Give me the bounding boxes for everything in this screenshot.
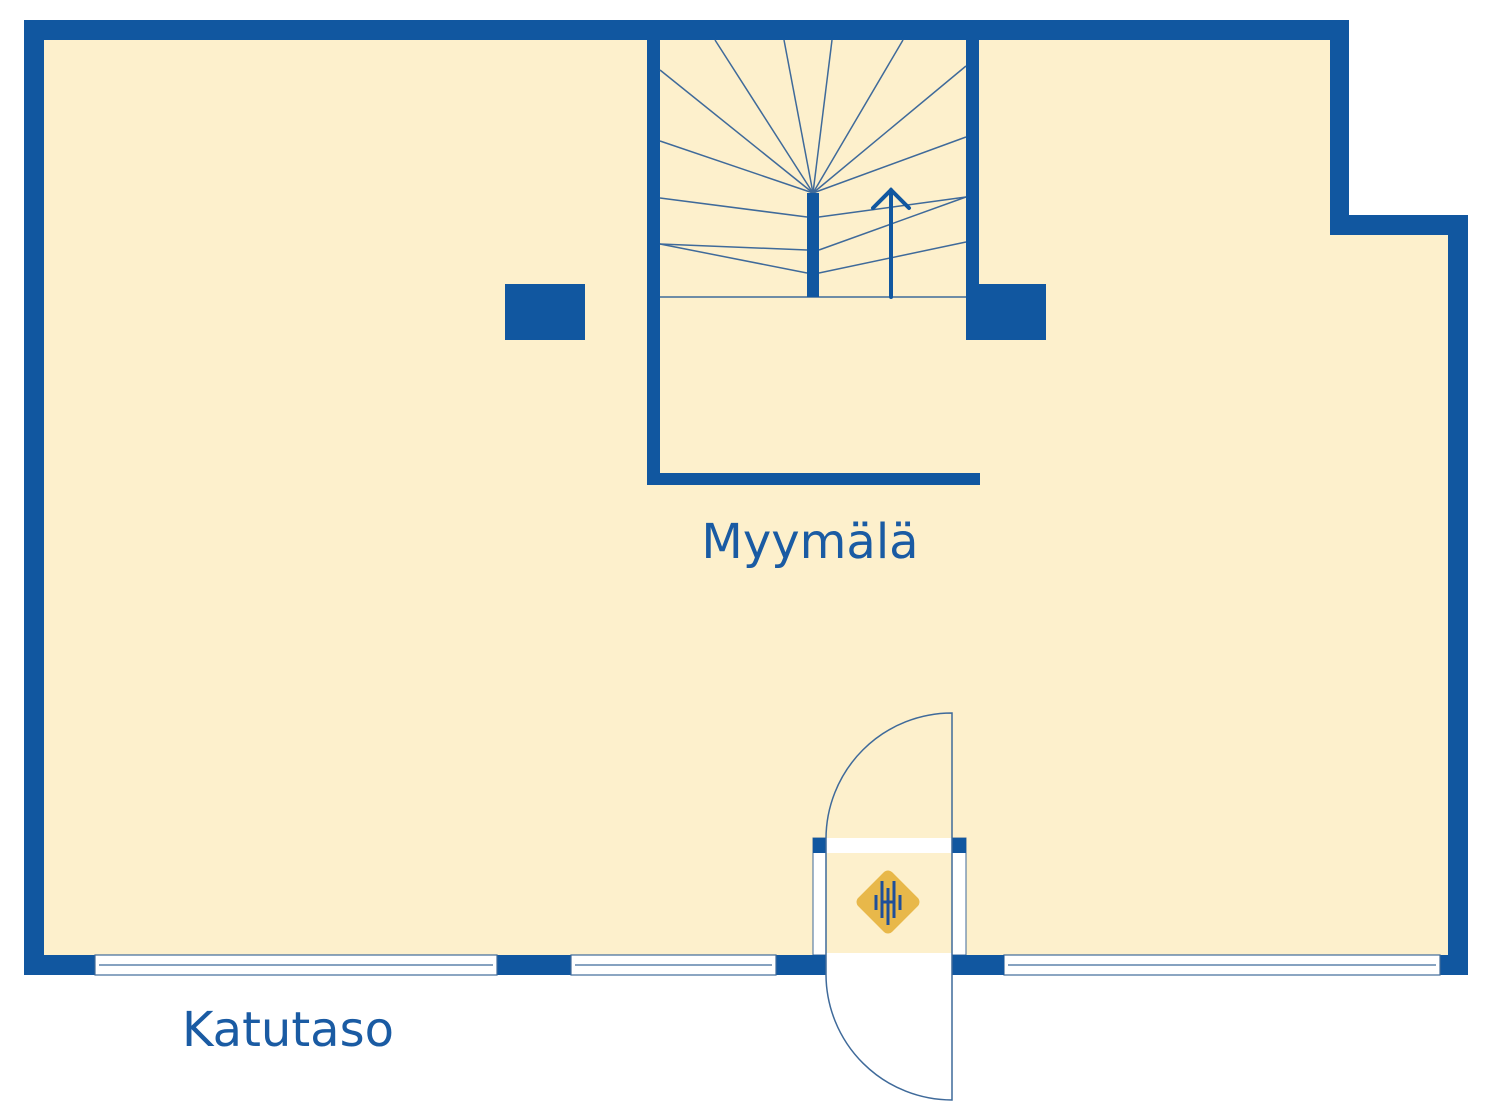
- stair-newel-post: [807, 193, 819, 297]
- floor-label-katutaso: Katutaso: [182, 1002, 394, 1058]
- floor-area: [44, 40, 1448, 955]
- stair-wall-bottom: [647, 473, 980, 485]
- stair-up-arrow-icon: [871, 187, 911, 299]
- stair-wall-left: [647, 38, 660, 485]
- room-label-myymala: Myymälä: [701, 514, 918, 570]
- brand-logo: [856, 870, 920, 934]
- windows: [94, 954, 1441, 976]
- column-right: [966, 284, 1046, 340]
- column-left: [505, 284, 585, 340]
- stair-wall-right: [966, 38, 979, 288]
- staircase: [659, 39, 967, 298]
